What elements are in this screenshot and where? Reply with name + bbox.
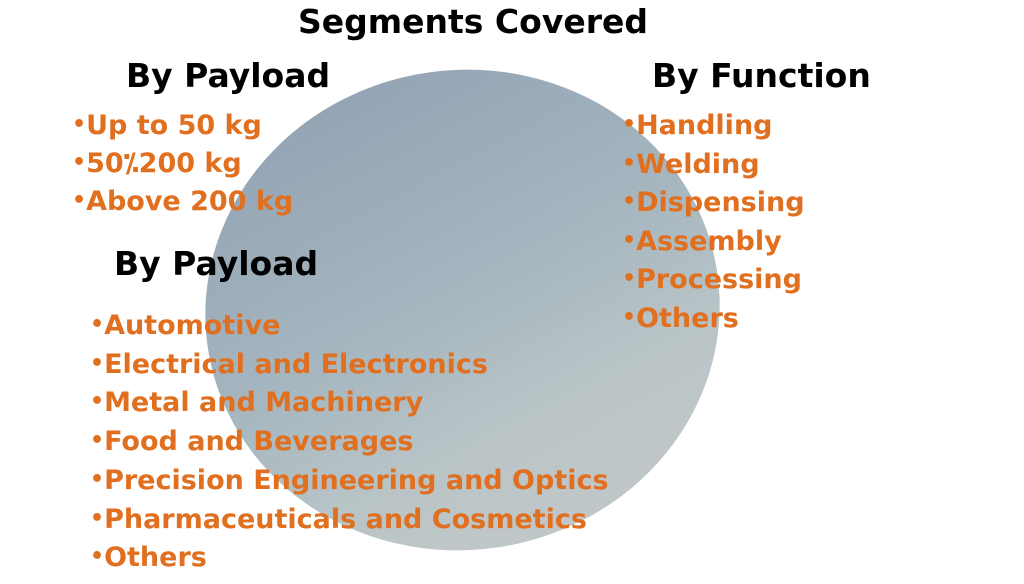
list-item: •Others bbox=[90, 542, 207, 574]
bullet-icon: • bbox=[622, 266, 637, 291]
bullet-icon: • bbox=[90, 466, 105, 492]
list-item: •Welding bbox=[622, 148, 760, 180]
industry-list: •Automotive •Electrical and Electronics … bbox=[90, 306, 609, 577]
list-item: •50⁒200 kg bbox=[72, 148, 242, 179]
function-list: •Handling •Welding •Dispensing •Assembly… bbox=[622, 106, 805, 337]
heading-by-payload-second: By Payload bbox=[114, 244, 319, 283]
list-item: •Handling bbox=[622, 110, 773, 141]
bullet-icon: • bbox=[622, 112, 637, 137]
bullet-icon: • bbox=[622, 189, 637, 214]
bullet-icon: • bbox=[90, 389, 105, 415]
page-title: Segments Covered bbox=[298, 2, 648, 41]
bullet-icon: • bbox=[90, 312, 105, 337]
bullet-icon: • bbox=[622, 227, 637, 253]
list-item: •Electrical and Electronics bbox=[90, 348, 488, 380]
bullet-icon: • bbox=[90, 505, 105, 531]
bullet-icon: • bbox=[622, 150, 637, 176]
list-item: •Food and Beverages bbox=[90, 426, 414, 458]
list-item: •Processing bbox=[622, 264, 802, 295]
payload-list: •Up to 50 kg •50⁒200 kg •Above 200 kg bbox=[72, 106, 293, 220]
bullet-icon: • bbox=[622, 304, 637, 330]
list-item: •Above 200 kg bbox=[72, 186, 294, 217]
list-item: •Precision Engineering and Optics bbox=[90, 464, 609, 496]
heading-by-payload: By Payload bbox=[126, 56, 331, 95]
bullet-icon: • bbox=[72, 188, 87, 213]
list-item: •Dispensing bbox=[622, 187, 805, 218]
list-item: •Assembly bbox=[622, 225, 782, 257]
heading-by-function: By Function bbox=[652, 56, 871, 95]
bullet-icon: • bbox=[90, 350, 105, 376]
list-item: •Metal and Machinery bbox=[90, 387, 424, 419]
bullet-icon: • bbox=[90, 544, 105, 570]
list-item: •Up to 50 kg bbox=[72, 110, 262, 141]
bullet-icon: • bbox=[90, 428, 105, 454]
list-item: •Pharmaceuticals and Cosmetics bbox=[90, 503, 587, 535]
list-item: •Others bbox=[622, 302, 739, 334]
bullet-icon: • bbox=[72, 150, 87, 175]
list-item: •Automotive bbox=[90, 310, 281, 341]
bullet-icon: • bbox=[72, 112, 87, 137]
